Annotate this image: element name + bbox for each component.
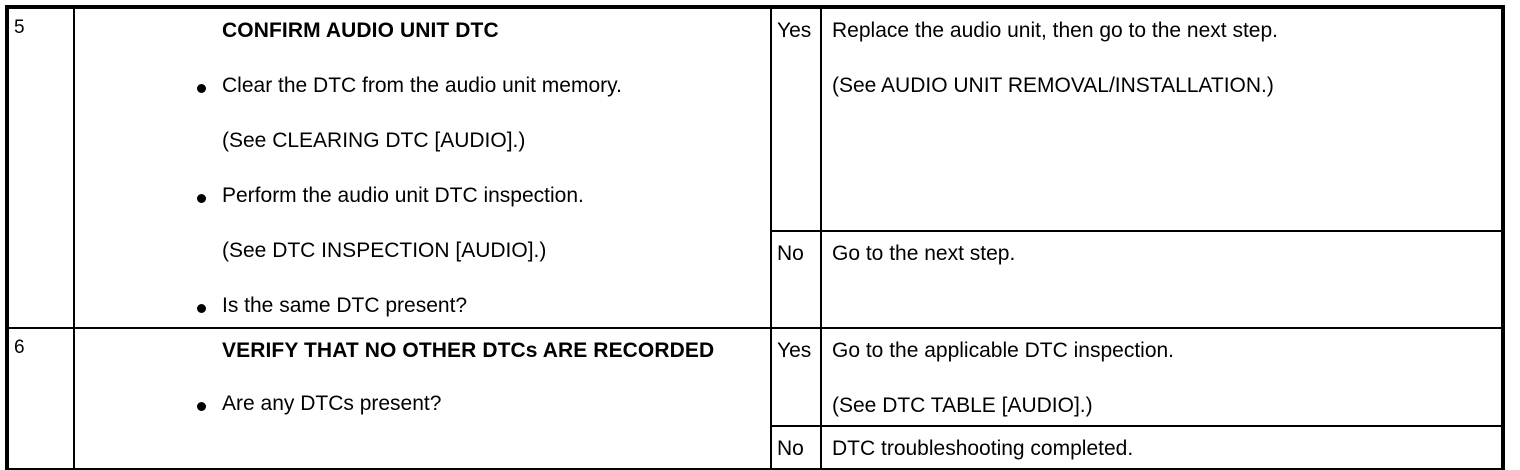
- action-reference: (See DTC TABLE [AUDIO].): [832, 394, 1093, 418]
- result-label: No: [777, 241, 804, 265]
- action-cell-6-no: DTC troubleshooting completed.: [820, 425, 1504, 470]
- list-item-label: (See DTC INSPECTION [AUDIO].): [222, 239, 547, 263]
- action-text: DTC troubleshooting completed.: [832, 437, 1134, 461]
- bullet-icon: [197, 83, 206, 93]
- procedure-title: CONFIRM AUDIO UNIT DTC: [222, 19, 499, 42]
- list-item-label: Perform the audio unit DTC inspection.: [222, 184, 584, 208]
- spacer: [75, 42, 762, 75]
- table-row: 5 CONFIRM AUDIO UNIT DTC Clear the DTC f…: [6, 5, 1504, 330]
- spacer: [75, 152, 762, 185]
- step-procedure-cell-6: VERIFY THAT NO OTHER DTCs ARE RECORDED A…: [73, 327, 772, 470]
- action-cell-5-no: Go to the next step.: [820, 229, 1504, 330]
- step-number-cell-6: 6: [6, 327, 75, 470]
- list-item: (See DTC INSPECTION [AUDIO].): [222, 240, 762, 262]
- list-item-label: Clear the DTC from the audio unit memory…: [222, 74, 622, 98]
- list-item-label: Are any DTCs present?: [222, 392, 442, 416]
- action-reference: (See AUDIO UNIT REMOVAL/INSTALLATION.): [832, 74, 1274, 98]
- spacer: [832, 42, 1495, 75]
- spacer: [75, 362, 762, 393]
- list-item: Is the same DTC present?: [197, 294, 762, 318]
- step-number: 6: [14, 337, 25, 359]
- result-label-cell-5-no: No: [770, 229, 822, 330]
- bullet-icon: [197, 402, 206, 412]
- spacer: [75, 97, 762, 130]
- spacer: [832, 362, 1495, 395]
- action-text: Go to the applicable DTC inspection.: [832, 339, 1175, 363]
- step-number-cell-5: 5: [6, 5, 75, 330]
- action-cell-5-yes: Replace the audio unit, then go to the n…: [820, 6, 1504, 232]
- list-item: Are any DTCs present?: [197, 392, 762, 416]
- procedure-title: VERIFY THAT NO OTHER DTCs ARE RECORDED: [222, 339, 715, 363]
- bullet-icon: [197, 304, 206, 314]
- table-row: No Go to the next step.: [7, 229, 1504, 330]
- list-item: Clear the DTC from the audio unit memory…: [197, 74, 762, 98]
- spacer: [75, 207, 762, 240]
- result-label-cell-6-yes: Yes: [770, 327, 822, 428]
- procedure-line-list: Clear the DTC from the audio unit memory…: [75, 75, 762, 317]
- step-procedure-cell-5: CONFIRM AUDIO UNIT DTC Clear the DTC fro…: [73, 5, 772, 330]
- dtc-troubleshooting-table: 5 CONFIRM AUDIO UNIT DTC Clear the DTC f…: [5, 5, 1505, 470]
- result-label-cell-5-yes: Yes: [770, 6, 822, 232]
- action-text: Go to the next step.: [832, 241, 1016, 265]
- table-row: No DTC troubleshooting completed.: [7, 425, 1504, 470]
- bullet-icon: [197, 193, 206, 203]
- table-row: 6 VERIFY THAT NO OTHER DTCs ARE RECORDED…: [6, 327, 1504, 470]
- step-number: 5: [14, 17, 25, 38]
- list-item: (See CLEARING DTC [AUDIO].): [222, 130, 762, 152]
- spacer: [75, 262, 762, 295]
- result-label: Yes: [777, 339, 812, 363]
- procedure-line-list: Are any DTCs present?: [75, 393, 762, 415]
- result-label: Yes: [777, 19, 812, 42]
- result-label: No: [777, 437, 804, 461]
- list-item-label: Is the same DTC present?: [222, 294, 468, 318]
- list-item: Perform the audio unit DTC inspection.: [197, 184, 762, 208]
- list-item-label: (See CLEARING DTC [AUDIO].): [222, 129, 526, 153]
- result-label-cell-6-no: No: [770, 425, 822, 470]
- action-text: Replace the audio unit, then go to the n…: [832, 19, 1278, 42]
- action-cell-6-yes: Go to the applicable DTC inspection. (Se…: [820, 327, 1504, 428]
